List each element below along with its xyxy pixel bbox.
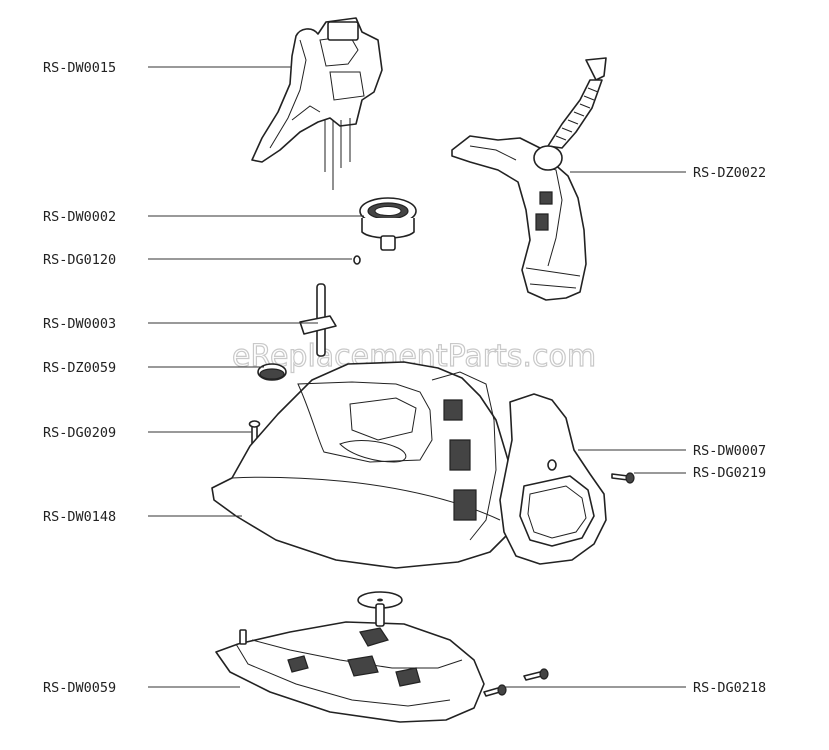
label-dw0002: RS-DW0002	[43, 209, 116, 225]
label-dg0209: RS-DG0209	[43, 425, 116, 441]
leader-lines	[148, 66, 686, 688]
pump-assembly-part	[251, 17, 383, 190]
label-dw0003: RS-DW0003	[43, 316, 116, 332]
label-dg0218: RS-DG0218	[693, 680, 766, 696]
label-dg0120: RS-DG0120	[43, 252, 116, 268]
label-dg0219: RS-DG0219	[693, 465, 766, 481]
thermostat-knob-part	[359, 197, 417, 251]
label-dw0148: RS-DW0148	[43, 509, 116, 525]
screw-dg0219-part	[611, 472, 635, 484]
soleplate-part	[215, 603, 485, 723]
clip-part	[353, 255, 361, 265]
screws-dg0218-part	[483, 668, 549, 697]
label-dw0007: RS-DW0007	[693, 443, 766, 459]
cord-assembly-part	[451, 57, 607, 301]
label-dw0015: RS-DW0015	[43, 60, 116, 76]
steam-rod-part	[299, 283, 337, 357]
label-dz0059: RS-DZ0059	[43, 360, 116, 376]
rear-cover-part	[499, 393, 607, 565]
seal-part	[257, 363, 287, 381]
part-labels: RS-DW0015 RS-DW0002 RS-DG0120 RS-DW0003 …	[43, 60, 766, 696]
label-dz0022: RS-DZ0022	[693, 165, 766, 181]
label-dw0059: RS-DW0059	[43, 680, 116, 696]
iron-body-part	[211, 361, 513, 569]
